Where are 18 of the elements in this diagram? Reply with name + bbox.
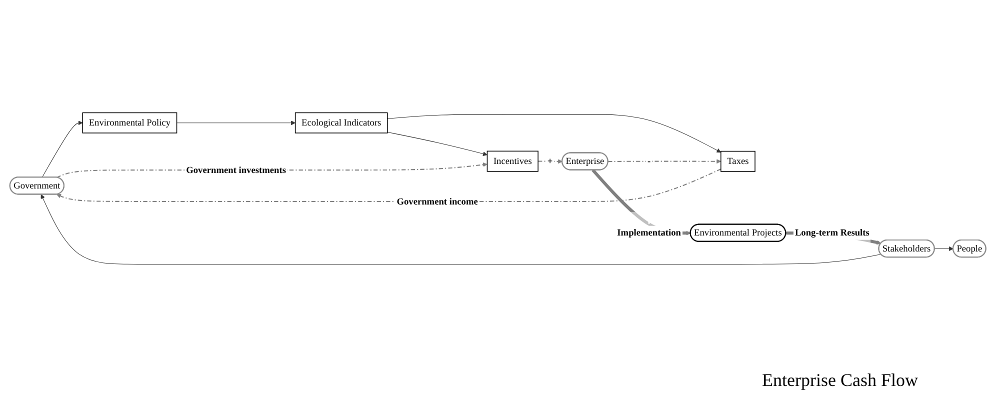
arrow — [176, 120, 296, 125]
node-box: Taxes — [720, 150, 756, 172]
arrow — [42, 120, 83, 178]
node-box: Ecological Indicators — [294, 112, 388, 134]
node-box: Environmental Policy — [82, 112, 178, 134]
arrow — [934, 246, 954, 251]
arrow — [538, 158, 563, 164]
arrow — [608, 158, 722, 164]
node-box: Incentives — [486, 150, 538, 172]
note-text: Enterprise Cash Flow — [761, 370, 919, 391]
edge-label: - — [648, 156, 651, 166]
arrow — [387, 132, 488, 156]
edge-label: Implementation — [617, 227, 681, 238]
edge-label: + — [547, 156, 553, 166]
edge-label: Government investments — [186, 164, 286, 175]
arrow — [387, 114, 722, 152]
edge-label: Government income — [396, 196, 478, 206]
edge-label: Long-term Results — [794, 227, 870, 238]
